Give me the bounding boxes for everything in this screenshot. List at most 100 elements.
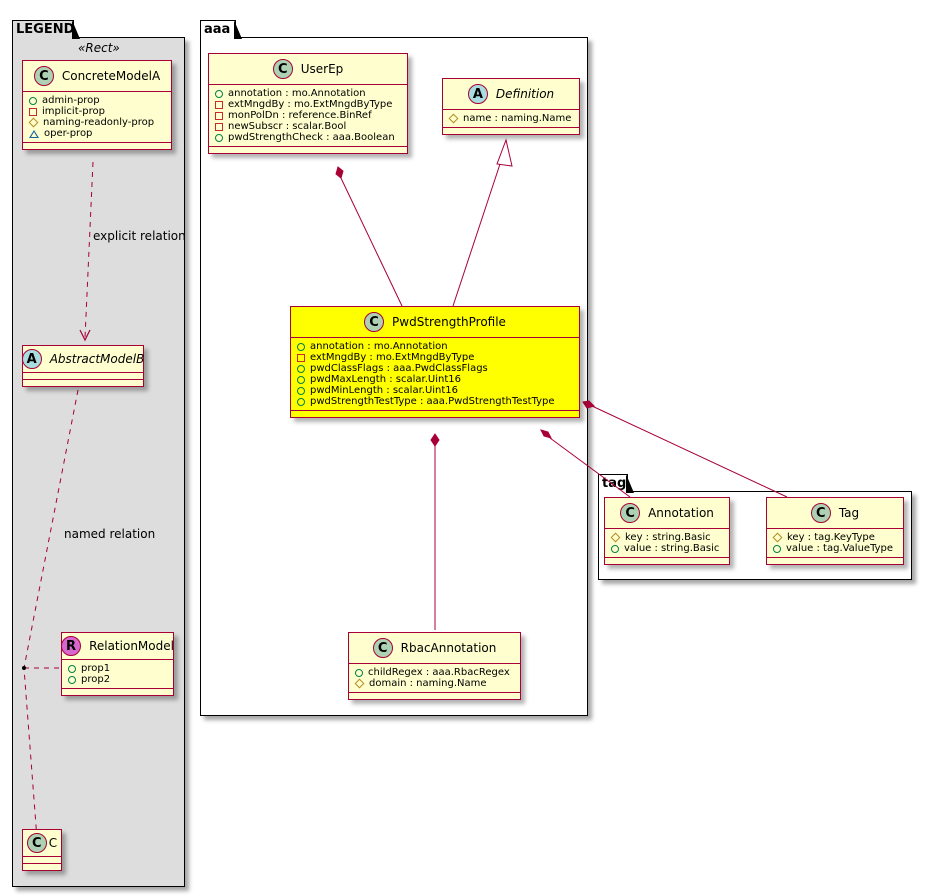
private-visibility-icon — [29, 107, 37, 116]
class-name: RbacAnnotation — [400, 641, 497, 655]
attribute-row: implicit-prop — [29, 106, 166, 117]
attribute-row: pwdStrengthCheck : aaa.Boolean — [215, 132, 402, 143]
attribute-text: pwdMinLength : scalar.Uint16 — [310, 385, 459, 396]
class-name: Tag — [838, 506, 860, 520]
attribute-text: key : tag.KeyType — [787, 532, 875, 543]
public-visibility-icon — [297, 342, 305, 351]
attribute-text: annotation : mo.Annotation — [310, 341, 448, 352]
private-visibility-icon — [215, 100, 223, 109]
attribute-row: oper-prop — [29, 128, 166, 139]
class-name: AbstractModelB — [49, 352, 145, 366]
abstract-stereotype-icon: A — [467, 84, 488, 104]
attribute-compartment: name : naming.Name — [443, 110, 579, 128]
public-visibility-icon — [297, 375, 305, 384]
operation-compartment — [443, 128, 579, 134]
public-visibility-icon — [611, 544, 619, 553]
package-legend — [12, 37, 185, 887]
attribute-row: pwdMinLength : scalar.Uint16 — [297, 385, 574, 396]
public-visibility-icon — [68, 664, 76, 673]
attribute-text: childRegex : aaa.RbacRegex — [368, 667, 510, 678]
protected-visibility-icon — [354, 678, 365, 689]
class-name: UserEp — [300, 62, 344, 76]
attribute-text: naming-readonly-prop — [43, 117, 155, 128]
class-name: ConcreteModelA — [61, 69, 161, 83]
operation-compartment — [62, 689, 173, 695]
label-explicit-relation: explicit relation — [93, 229, 186, 243]
operation-compartment — [291, 411, 579, 417]
package-aaa-tab: aaa — [200, 20, 242, 39]
attribute-row: value : string.Basic — [611, 543, 724, 554]
operation-compartment — [349, 693, 520, 699]
class-header: C Tag — [767, 498, 903, 529]
attribute-text: pwdMaxLength : scalar.Uint16 — [310, 374, 461, 385]
public-visibility-icon — [68, 675, 76, 684]
attribute-text: pwdClassFlags : aaa.PwdClassFlags — [310, 363, 488, 374]
class-name: C — [48, 836, 58, 850]
operation-compartment — [23, 380, 143, 386]
attribute-row: pwdClassFlags : aaa.PwdClassFlags — [297, 363, 574, 374]
attribute-text: monPolDn : reference.BinRef — [228, 110, 372, 121]
class-header: C UserEp — [209, 54, 407, 85]
public-visibility-icon — [297, 397, 305, 406]
class-stereotype-icon: C — [26, 833, 47, 853]
attribute-row: domain : naming.Name — [354, 678, 515, 689]
public-visibility-icon — [297, 364, 305, 373]
attribute-row: value : tag.ValueType — [773, 543, 898, 554]
attribute-text: extMngdBy : mo.ExtMngdByType — [310, 352, 475, 363]
package-visibility-icon — [29, 129, 39, 138]
public-visibility-icon — [355, 668, 363, 677]
attribute-row: admin-prop — [29, 95, 166, 106]
attribute-text: name : naming.Name — [463, 113, 572, 124]
private-visibility-icon — [215, 122, 223, 131]
operation-compartment — [23, 143, 171, 149]
public-visibility-icon — [215, 89, 223, 98]
attribute-text: value : string.Basic — [624, 543, 720, 554]
package-tag-tab: tag — [598, 474, 634, 493]
attribute-compartment — [23, 857, 61, 864]
attribute-row: prop2 — [68, 674, 168, 685]
class-stereotype-icon: C — [810, 503, 831, 523]
attribute-row: extMngdBy : mo.ExtMngdByType — [215, 99, 402, 110]
operation-compartment — [23, 864, 61, 870]
attribute-text: annotation : mo.Annotation — [228, 88, 366, 99]
attribute-text: domain : naming.Name — [369, 678, 487, 689]
operation-compartment — [209, 147, 407, 153]
class-stereotype-icon: C — [272, 59, 293, 79]
attribute-row: childRegex : aaa.RbacRegex — [355, 667, 515, 678]
attribute-row: extMngdBy : mo.ExtMngdByType — [297, 352, 574, 363]
operation-compartment — [767, 558, 903, 564]
attribute-row: key : tag.KeyType — [772, 532, 898, 543]
class-name: RelationModel — [89, 639, 174, 653]
legend-stereotype: «Rect» — [78, 41, 120, 55]
protected-visibility-icon — [28, 117, 39, 128]
public-visibility-icon — [29, 96, 37, 105]
public-visibility-icon — [297, 386, 305, 395]
attribute-text: key : string.Basic — [625, 532, 711, 543]
attribute-row: newSubscr : scalar.Bool — [215, 121, 402, 132]
attribute-text: prop1 — [81, 663, 111, 674]
attribute-text: oper-prop — [44, 128, 93, 139]
attribute-row: naming-readonly-prop — [28, 117, 166, 128]
attribute-row: annotation : mo.Annotation — [297, 341, 574, 352]
